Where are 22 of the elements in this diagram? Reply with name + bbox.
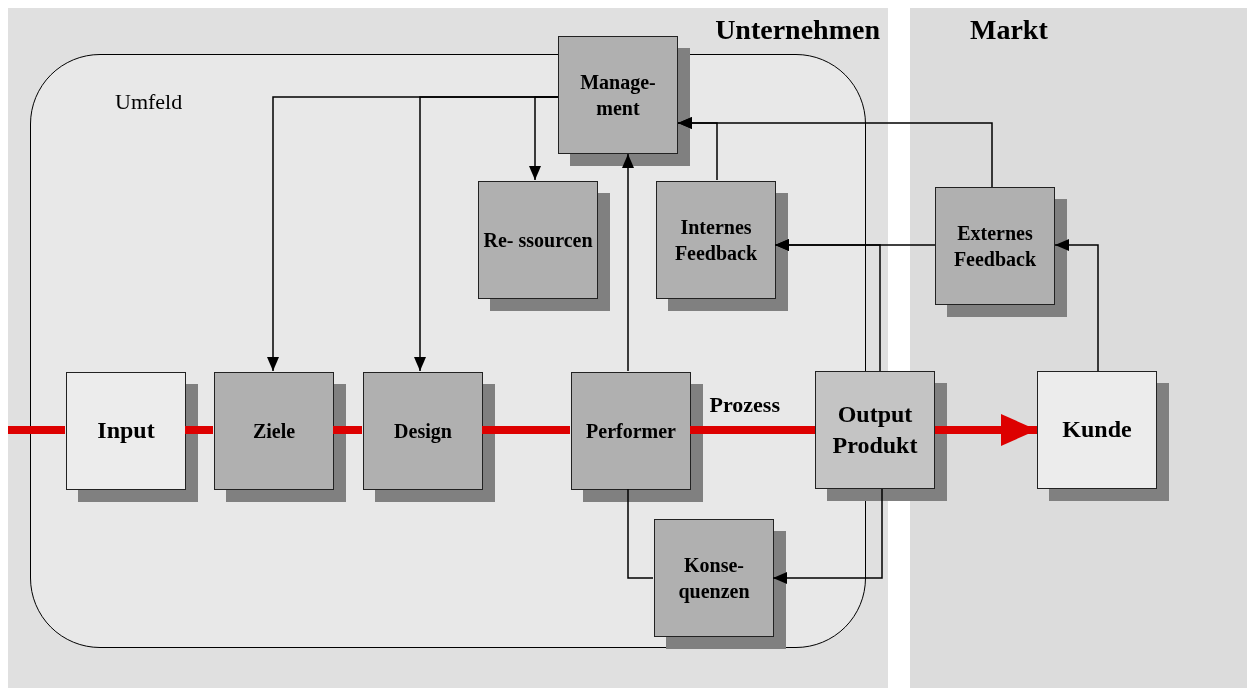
arrow [677,117,993,188]
process-box: Performer [571,372,703,502]
region-label: Umfeld [115,89,183,115]
process-box: Manage- ment [558,36,690,166]
process-box: Input [66,372,198,502]
arrow [622,153,634,372]
process-box: Ziele [214,372,346,502]
process-box: Re- ssourcen [478,181,610,311]
process-box: Design [363,372,495,502]
process-box: Output Produkt [815,371,947,501]
panel-title: Unternehmen [715,14,880,46]
process-box: Konse- quenzen [654,519,786,649]
arrow [774,239,936,251]
process-box: Internes Feedback [656,181,788,311]
arrow [529,96,559,181]
arrow [1054,239,1099,372]
connector-line [627,488,654,579]
panel-title: Markt [970,14,1048,46]
process-box: Externes Feedback [935,187,1067,317]
arrow [772,488,883,584]
connector-line [8,426,65,434]
process-box: Kunde [1037,371,1169,501]
